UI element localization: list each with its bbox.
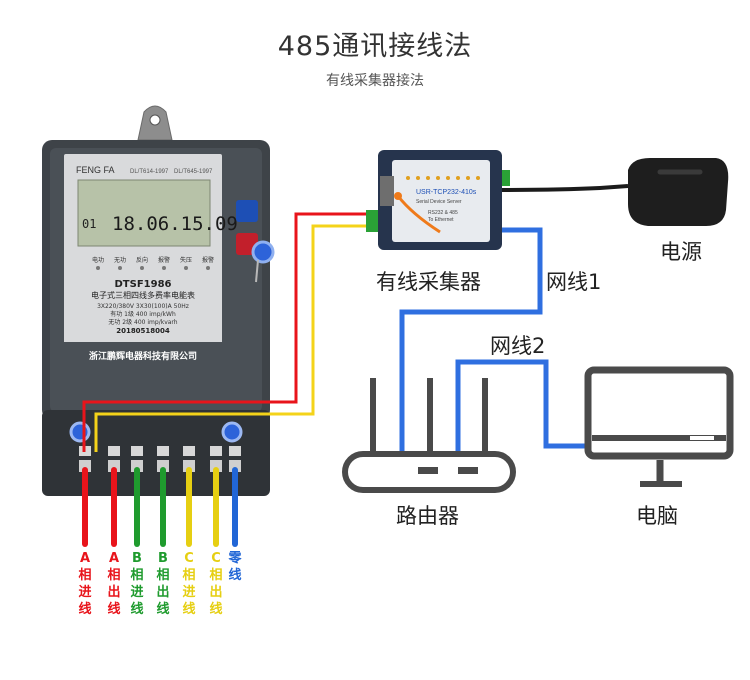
collector-sub1: Serial Device Server: [416, 199, 462, 205]
terminal-label: C 相 进 线: [182, 551, 196, 617]
meter-seal-icon: [251, 240, 275, 264]
collector-led: [426, 176, 430, 180]
terminal-label: 零 线: [228, 551, 242, 583]
meter-blue-button[interactable]: [236, 200, 258, 222]
terminal-screw: [183, 446, 195, 456]
collector-serial-port: [380, 176, 394, 206]
meter-lcd-value: 18.06.15.09: [112, 213, 238, 235]
rs485-wire-b: [94, 224, 372, 452]
collector-led: [466, 176, 470, 180]
diagram-title: 485通讯接线法: [277, 31, 473, 62]
power-adapter: [628, 158, 729, 226]
terminal-screw: [131, 460, 143, 472]
network-cable-1: [399, 227, 543, 452]
meter-seal-icon: [69, 421, 91, 443]
collector-led: [436, 176, 440, 180]
terminal-screw: [210, 446, 222, 456]
terminal-wires: [82, 467, 238, 547]
collector-sub2: RS232 & 485: [428, 210, 458, 216]
meter-indicators: 电功 无功 反向 报警 失压 报警: [92, 256, 214, 270]
meter-lcd-prefix: 01: [82, 217, 96, 231]
terminal-label: A 相 出 线: [107, 551, 121, 617]
meter-seal-icon: [221, 421, 243, 443]
meter-indicator-led: [118, 266, 122, 270]
collector-led: [446, 176, 450, 180]
power-cable: [493, 184, 629, 192]
meter-lcd: [77, 179, 211, 247]
meter-brand: FENG FA: [76, 165, 115, 175]
meter-model: DTSF1986: [115, 279, 172, 290]
meter-indicator-label: 反向: [136, 256, 148, 264]
meter-indicator-label: 报警: [158, 256, 170, 264]
meter-indicator-led: [140, 266, 144, 270]
meter-indicator-label: 失压: [180, 256, 192, 264]
terminal-screw: [79, 460, 91, 472]
cable-label-1: 网线1: [546, 270, 602, 294]
terminal-screws: [79, 446, 241, 472]
terminal-label: B 相 出 线: [156, 551, 170, 617]
collector-led: [406, 176, 410, 180]
meter-indicator-led: [184, 266, 188, 270]
collector-label: 有线采集器: [376, 270, 481, 294]
power-label: 电源: [660, 240, 702, 264]
terminal-screw: [183, 460, 195, 472]
rs485-wire-a: [82, 212, 372, 452]
terminal-label: A 相 进 线: [78, 551, 92, 617]
computer: [584, 366, 734, 487]
meter-maker: 浙江鹏辉电器科技有限公司: [89, 350, 197, 362]
router: [342, 378, 516, 493]
terminal-screw: [229, 446, 241, 456]
terminal-screw: [229, 460, 241, 472]
meter-name: 电子式三相四线多费率电能表: [91, 290, 195, 300]
meter-indicator-label: 电功: [92, 256, 104, 264]
meter-indicator-label: 报警: [202, 256, 214, 264]
terminal-label: C 相 出 线: [209, 551, 223, 617]
terminal-screw: [210, 460, 222, 472]
collector-led: [456, 176, 460, 180]
terminal-screw: [131, 446, 143, 456]
meter-spec2a: 有功 1级 400 imp/kWh: [110, 310, 176, 318]
meter-std1: DL/T614-1997: [130, 169, 169, 175]
meter-indicator-led: [162, 266, 166, 270]
meter-serial: 20180518004: [116, 327, 170, 335]
monitor-icon: [584, 366, 734, 460]
router-label: 路由器: [396, 504, 459, 528]
terminal-screw: [157, 446, 169, 456]
meter-spec1: 3X220/380V 3X30(100)A 50Hz: [97, 303, 189, 310]
collector-led: [476, 176, 480, 180]
terminal-screw: [157, 460, 169, 472]
collector-terminal: [366, 210, 378, 232]
meter-spec2b: 无功 2级 400 imp/kvarh: [108, 318, 177, 326]
network-cable-2: [455, 359, 588, 452]
cable-label-2: 网线2: [490, 334, 546, 358]
wired-collector: USR-TCP232-410s Serial Device Server RS2…: [366, 150, 510, 250]
collector-led: [416, 176, 420, 180]
meter-indicator-label: 无功: [114, 256, 126, 264]
collector-model: USR-TCP232-410s: [416, 189, 477, 196]
meter-indicator-led: [206, 266, 210, 270]
terminal-label: B 相 进 线: [130, 551, 144, 617]
terminal-screw: [108, 446, 120, 456]
power-adapter-icon: [628, 158, 729, 226]
terminal-screw: [108, 460, 120, 472]
diagram-subtitle: 有线采集器接法: [326, 73, 424, 89]
collector-sub3: To Ethernet: [428, 217, 454, 223]
computer-label: 电脑: [636, 504, 678, 528]
meter-std2: DL/T645-1997: [174, 169, 213, 175]
meter-indicator-led: [96, 266, 100, 270]
electric-meter: FENG FA DL/T614-1997 DL/T645-1997 01 18.…: [42, 105, 275, 496]
